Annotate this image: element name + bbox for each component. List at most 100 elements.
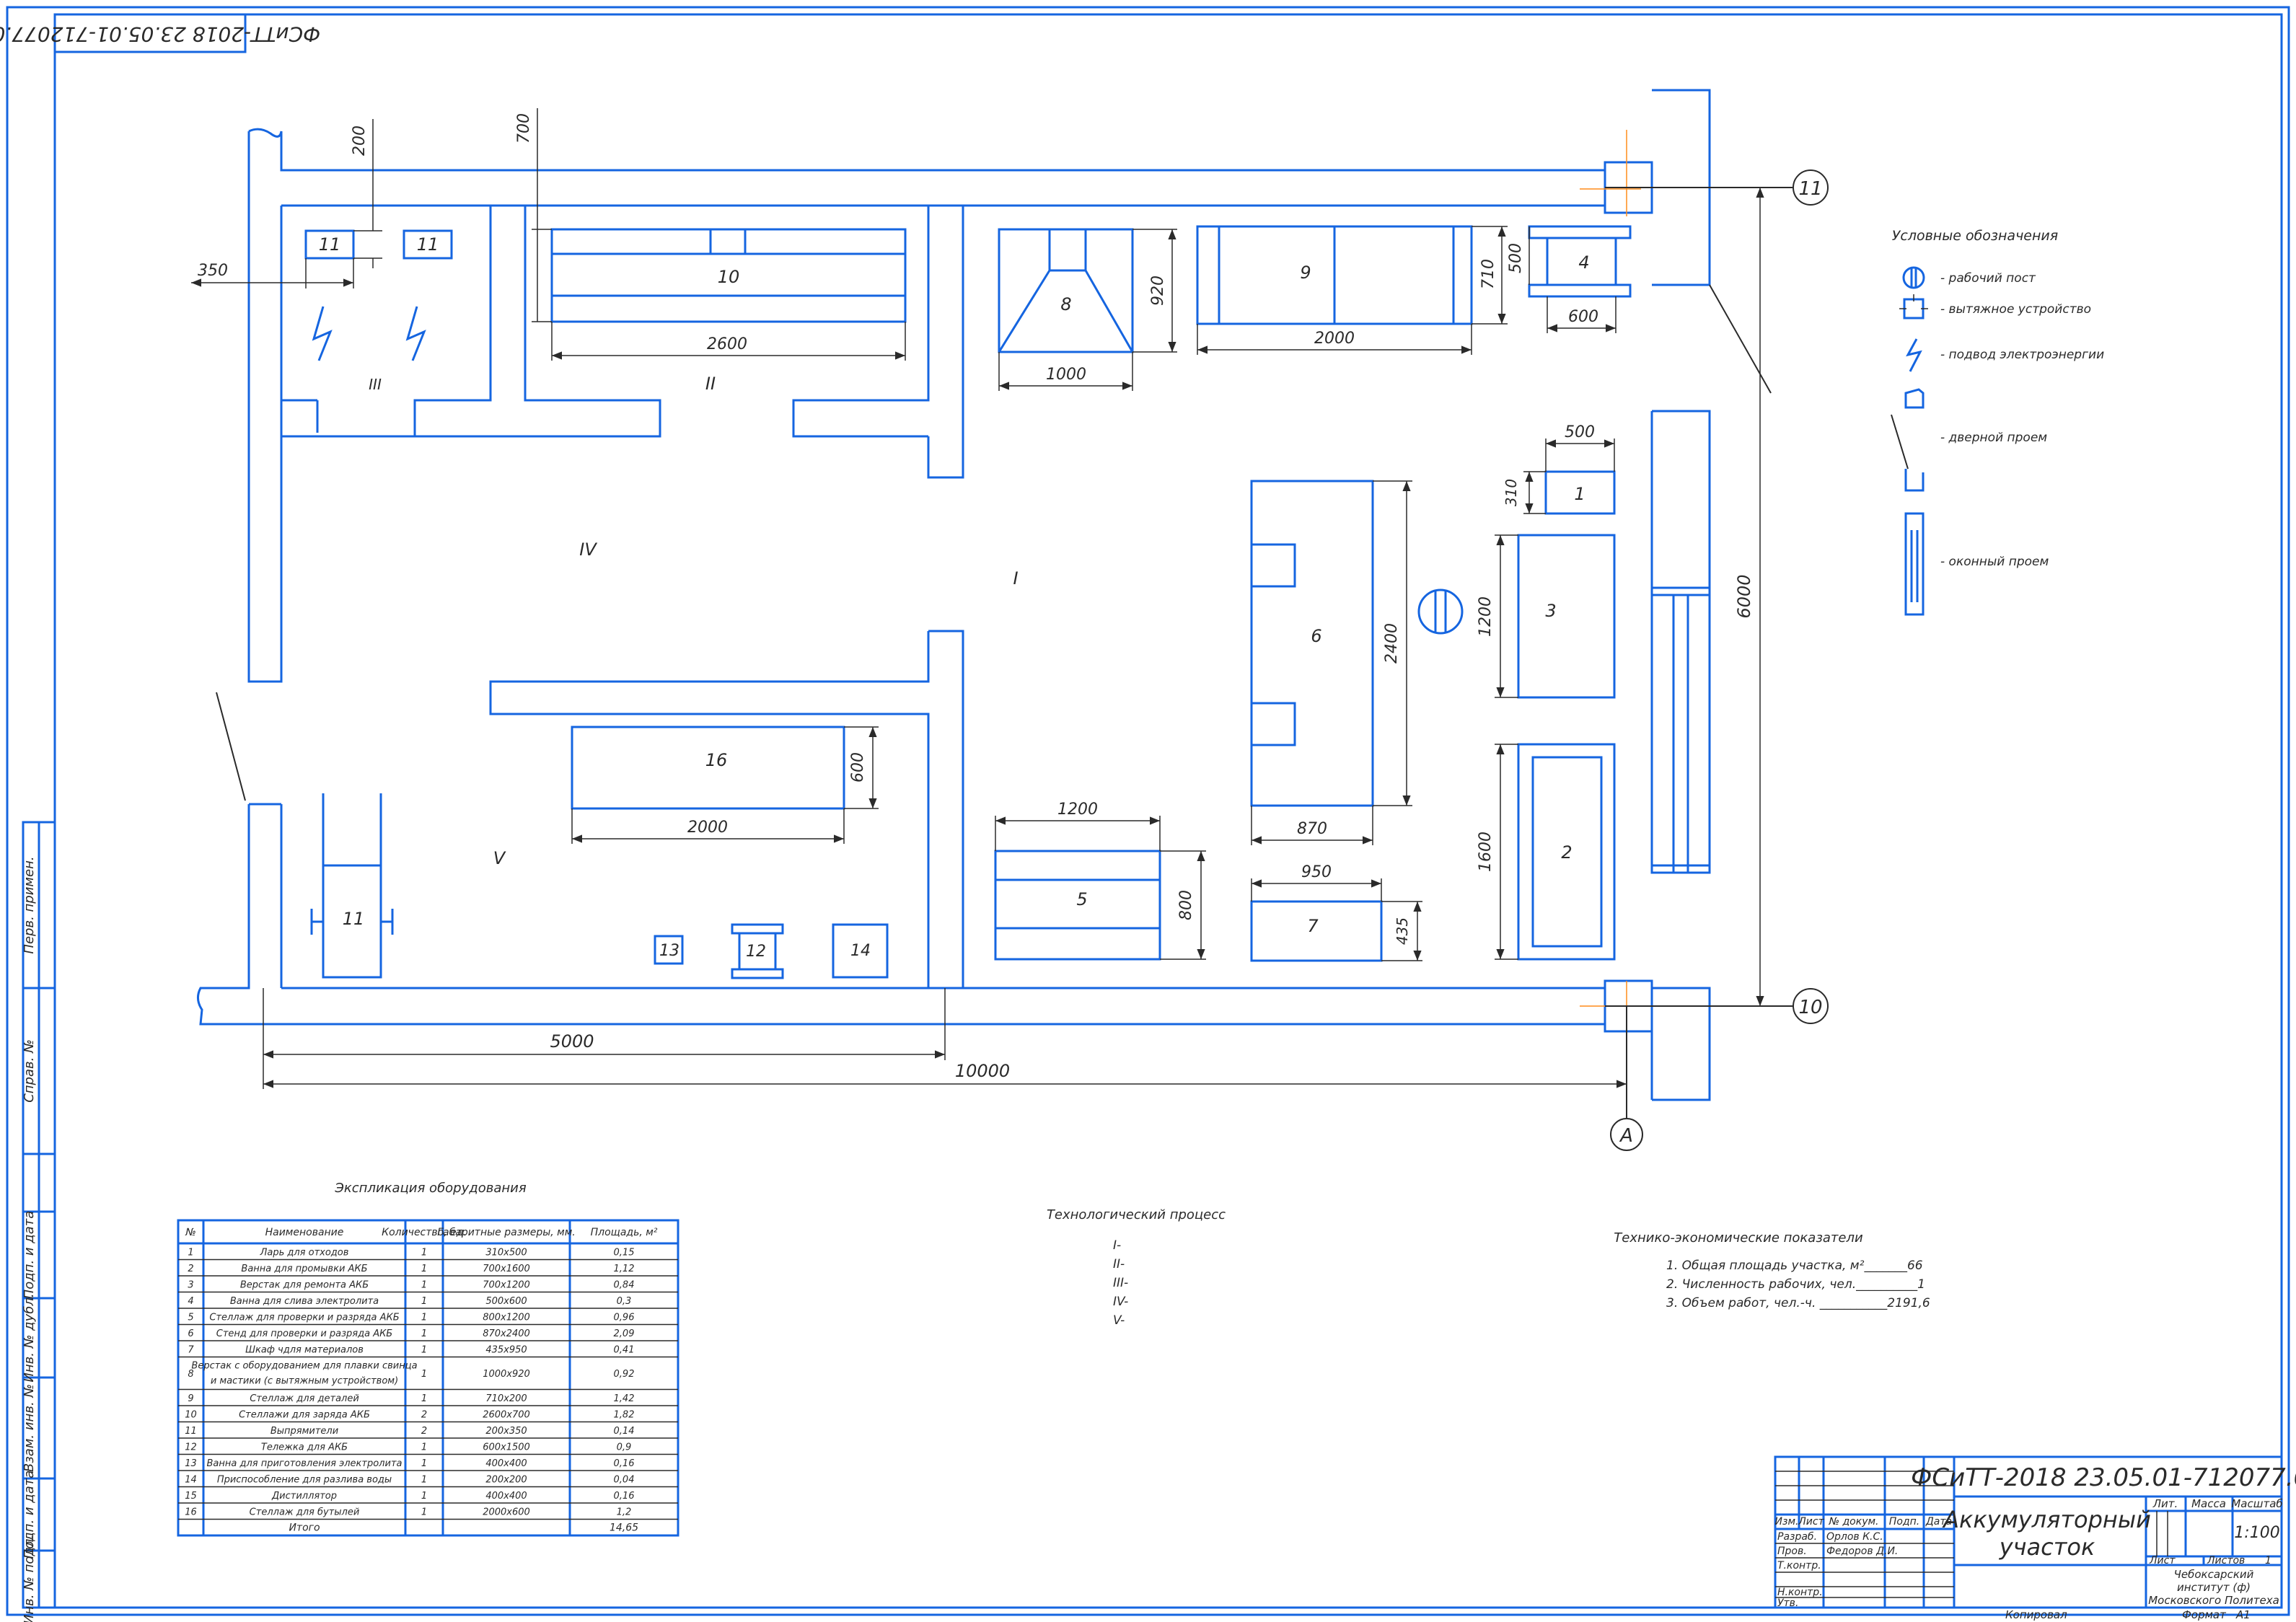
explication-cell-10-5: 1,82: [614, 1409, 635, 1420]
explication-cell-10-2: Стеллажи для заряда АКБ: [239, 1409, 370, 1420]
explication-cell-6-3: 1: [421, 1328, 427, 1339]
explication-cell-1-5: 0,15: [614, 1247, 635, 1258]
equipment-7: [1250, 900, 1383, 962]
dim-2000-rack16: 2000: [687, 819, 728, 837]
explication-cell-8-2-line2: и мастики (с вытяжным устройством): [211, 1376, 398, 1387]
explication-cell-1-2: Ларь для отходов: [260, 1247, 349, 1258]
explication-cell-8-2-line1: Верстак с оборудованием для плавки свинц…: [191, 1361, 417, 1372]
stamp-podp-data-1: Подп. и дата: [22, 1211, 37, 1300]
axis-label-10: 10: [1798, 997, 1822, 1018]
explication-cell-7-1: 7: [188, 1344, 194, 1355]
equipment-16-label: 16: [705, 750, 728, 770]
explication-cell-4-5: 0,3: [617, 1296, 632, 1307]
zone-iii: III: [369, 376, 382, 393]
explication-cell-12-5: 0,9: [617, 1442, 632, 1453]
explication-cell-11-5: 0,14: [614, 1426, 635, 1437]
explication-cell-15-2: Дистиллятор: [271, 1491, 337, 1502]
tb-sheet-label: Лист: [2149, 1555, 2176, 1566]
equipment-1-label: 1: [1574, 484, 1585, 504]
explication-header-1: №: [185, 1227, 196, 1238]
stamp-inv-dubl: Инв. № дубл.: [22, 1293, 37, 1382]
tb-scale-value: 1:100: [2234, 1524, 2279, 1542]
explication-cell-9-1: 9: [188, 1393, 193, 1404]
explication-cell-5-2: Стеллаж для проверки и разряда АКБ: [209, 1312, 399, 1323]
equipment-4-label: 4: [1578, 252, 1589, 273]
legend-door-icon: [1904, 388, 1925, 409]
explication-cell-8-1: 8: [188, 1369, 193, 1380]
title-block: ФСиТТ-2018 23.05.01-712077.00 Аккумулято…: [1774, 1455, 2296, 1609]
tb-mass-label: Масса: [2191, 1497, 2226, 1510]
process-item-2: II-: [1113, 1257, 1125, 1271]
explication-cell-4-1: 4: [188, 1296, 193, 1307]
explication-cell-3-5: 0,84: [614, 1279, 635, 1290]
explication-cell-6-4: 870х2400: [483, 1328, 530, 1339]
process-item-5: V-: [1113, 1313, 1125, 1328]
dim-700: 700: [515, 113, 533, 144]
equipment-15-label: 14: [850, 942, 871, 960]
explication-cell-16-5: 1,2: [617, 1507, 632, 1517]
tb-org-2: институт (ф): [2177, 1581, 2251, 1594]
explication-cell-7-5: 0,41: [614, 1344, 635, 1355]
equipment-11a: [304, 229, 355, 260]
explication-header-3: Количество, ед.: [382, 1227, 467, 1238]
indicator-area: 1. Общая площадь участка, м²_______66: [1666, 1259, 1923, 1273]
explication-cell-4-3: 1: [421, 1296, 427, 1307]
zone-i: I: [1013, 568, 1018, 589]
tb-name-developer: Орлов К.С.: [1826, 1531, 1883, 1543]
building-walls: [197, 89, 1772, 1101]
explication-cell-1-4: 310х500: [485, 1247, 527, 1258]
process-block: Технологический процесс I- II- III- IV- …: [1047, 1207, 1226, 1328]
inner-frame: [53, 13, 2283, 1609]
equipment-13: [731, 923, 784, 935]
indicators-title: Технико-экономические показатели: [1614, 1230, 1863, 1246]
explication-cell-8-5: 0,92: [614, 1369, 635, 1380]
dim-6000: 6000: [1734, 574, 1754, 618]
explication-cell-15-1: 15: [185, 1491, 197, 1502]
dim-1200-vertical: 1200: [1477, 596, 1495, 637]
explication-cell-12-4: 600х1500: [483, 1442, 530, 1453]
exhaust-on-10: [709, 228, 747, 255]
dim-2400: 2400: [1383, 623, 1401, 664]
explication-cell-9-2: Стеллаж для деталей: [250, 1393, 359, 1404]
legend-power-icon: [1906, 338, 1922, 372]
dim-600-horizontal: 600: [1568, 308, 1598, 326]
legend-power-label: - подвод электроэнергии: [1940, 348, 2104, 362]
tb-col-doc: № докум.: [1828, 1516, 1878, 1528]
explication-cell-7-2: Шкаф чдля материалов: [245, 1344, 364, 1355]
tb-sheets-label: Листов: [2207, 1555, 2245, 1566]
dim-950: 950: [1301, 863, 1332, 881]
dim-5000: 5000: [550, 1031, 594, 1052]
equipment-8-label: 8: [1060, 294, 1071, 314]
tb-role-utv: Утв.: [1777, 1597, 1798, 1609]
equipment-10-label: 10: [718, 267, 740, 287]
explication-cell-14-3: 1: [421, 1474, 427, 1485]
explication-cell-9-5: 1,42: [614, 1393, 635, 1404]
tb-name-checker: Федоров Д.И.: [1826, 1546, 1898, 1557]
explication-header-5: Площадь, м²: [591, 1227, 658, 1238]
equipment-3: [1517, 534, 1616, 699]
axis-lines: 11 10 A: [1580, 130, 1829, 1151]
explication-cell-14-4: 200х200: [485, 1474, 527, 1485]
explication-cell-13-2: Ванна для приготовления электролита: [207, 1458, 403, 1469]
dim-200: 200: [351, 125, 369, 156]
explication-cell-9-4: 710х200: [485, 1393, 527, 1404]
explication-cell-13-5: 0,16: [614, 1458, 635, 1469]
explication-cell-16-4: 2000х600: [483, 1507, 530, 1517]
dim-500-horizontal: 500: [1565, 423, 1595, 441]
dim-870: 870: [1297, 820, 1327, 838]
tb-sheets-value: 1: [2265, 1555, 2271, 1566]
dim-1200-horizontal: 1200: [1057, 801, 1098, 819]
explication-cell-7-3: 1: [421, 1344, 427, 1355]
dim-1600: 1600: [1477, 832, 1495, 872]
axis-marker-a: [1610, 1118, 1643, 1151]
legend-window-label: - оконный проем: [1940, 555, 2049, 569]
axis-marker-11: [1793, 169, 1829, 206]
explication-cell-2-4: 700х1600: [483, 1264, 530, 1274]
left-side-stamps: Перв. примен. Справ. № Подп. и дата Инв.…: [22, 821, 56, 1622]
explication-cell-3-2: Верстак для ремонта АКБ: [240, 1279, 369, 1290]
equipment-13-label: 12: [746, 943, 766, 961]
process-item-1: I-: [1113, 1238, 1121, 1253]
dim-600-vertical: 600: [849, 752, 867, 783]
format-value: А1: [2235, 1608, 2251, 1621]
